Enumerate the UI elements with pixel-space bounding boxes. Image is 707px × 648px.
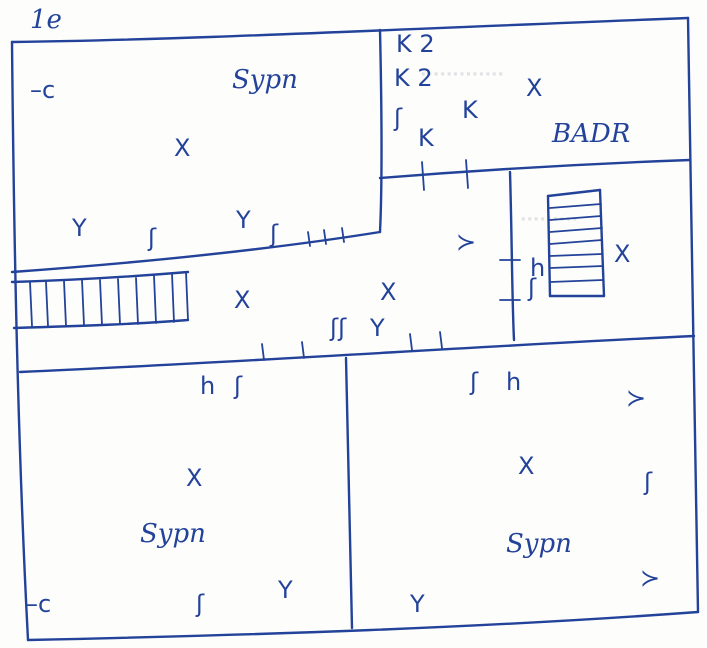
switch-s-5: ʃ: [469, 368, 479, 396]
arrow-3: ≻: [640, 564, 660, 592]
dash-c-symbols: –c –c: [26, 76, 55, 618]
socket-y-5: Y: [409, 590, 425, 618]
outer-walls: [10, 16, 700, 642]
lamp-h-3: h: [530, 254, 545, 282]
lamp-h-2: h: [506, 368, 521, 396]
bathroom-code-1: K 2: [396, 30, 435, 58]
socket-y-2: Y: [235, 206, 251, 234]
room-label-top-left: Sypn: [232, 65, 298, 95]
socket-y-4: Y: [277, 576, 293, 604]
room-label-bottom-right: Sypn: [506, 529, 572, 559]
switch-s-1: ʃ: [147, 224, 157, 252]
svg-text:·············: ·············: [420, 65, 504, 85]
dash-c-top-left: –c: [30, 76, 55, 104]
socket-y-1: Y: [71, 214, 87, 242]
bathroom-code-3: K: [462, 96, 479, 124]
floor-mark: 1e: [30, 5, 62, 35]
switch-s-6: ʃ: [643, 468, 653, 496]
lamp-h-1: h: [200, 372, 215, 400]
stair-room-stairs: [546, 188, 606, 298]
center-mark-bottom-left: X: [186, 464, 202, 492]
center-mark-bottom-right: X: [518, 452, 534, 480]
center-mark-bathroom: X: [526, 74, 542, 102]
switch-s-8: ʃ: [527, 274, 537, 302]
switch-s-3: ʃ: [393, 104, 403, 132]
bathroom-code-4: K: [418, 124, 435, 152]
lamp-symbols: h h h: [200, 254, 545, 400]
room-label-bottom-left: Sypn: [140, 519, 206, 549]
center-mark-hallway-1: X: [234, 286, 250, 314]
center-mark-stair-room: X: [614, 240, 630, 268]
hallway-stairs: [10, 270, 190, 330]
interior-walls: [10, 28, 696, 630]
center-mark-top-left: X: [174, 134, 190, 162]
bathroom-code-2: K 2: [394, 64, 433, 92]
arrow-2: ≻: [626, 384, 646, 412]
door-ticks: [261, 159, 521, 361]
room-label-bathroom: BADR: [551, 119, 630, 149]
double-switch: ʃʃ: [329, 314, 347, 342]
dash-c-bottom-left: –c: [26, 590, 51, 618]
switch-symbols: ʃ ʃ ʃ ʃ ʃ ʃ ʃ ʃ ʃʃ: [147, 104, 653, 618]
switch-s-2: ʃ: [269, 220, 279, 248]
socket-y-3: Y: [369, 314, 385, 342]
arrow-symbols: ≻ ≻ ≻: [456, 228, 660, 592]
switch-s-4: ʃ: [233, 372, 243, 400]
center-mark-hallway-2: X: [380, 278, 396, 306]
arrow-1: ≻: [456, 228, 476, 256]
switch-s-7: ʃ: [195, 590, 205, 618]
socket-symbols: Y Y Y Y Y: [71, 206, 425, 618]
